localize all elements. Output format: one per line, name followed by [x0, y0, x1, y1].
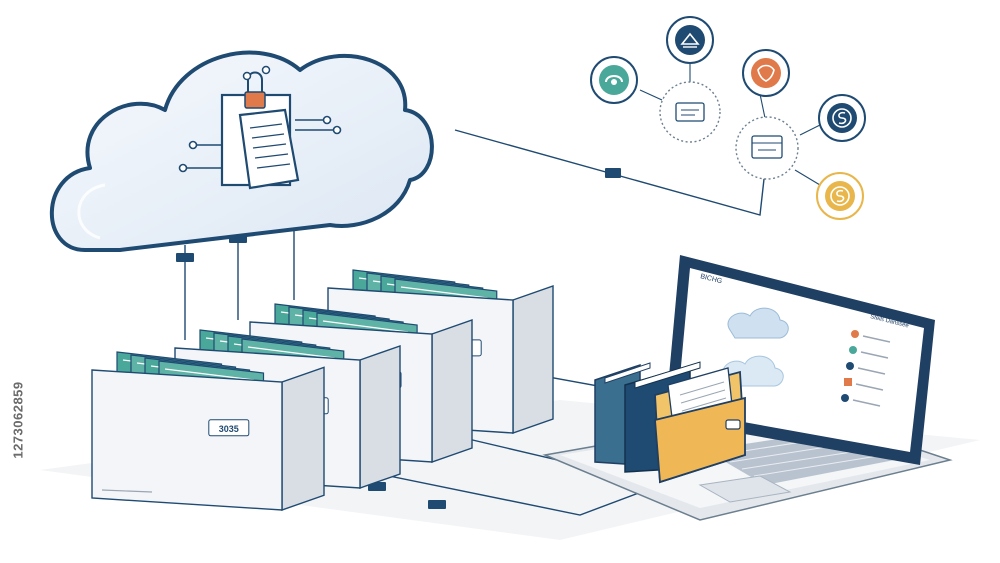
folder-icon	[654, 367, 746, 484]
security-shield-icon	[742, 49, 790, 97]
support-icon	[666, 16, 714, 64]
cloud-document-icon	[220, 93, 300, 190]
service-network	[590, 16, 866, 220]
dollar-icon	[818, 94, 866, 142]
box-label: 3035	[219, 424, 239, 434]
server-panel-icon	[735, 116, 799, 180]
cloud-sync-icon	[590, 56, 638, 104]
lock-icon	[242, 65, 271, 109]
screen-list	[841, 330, 891, 407]
laptop: BICHG Steiß Danssee	[542, 255, 953, 521]
cloud-icon	[49, 50, 434, 252]
file-box: 3035	[91, 351, 325, 511]
box-label-plate	[208, 419, 250, 437]
chat-bubble-icon	[659, 81, 721, 143]
file-boxes: 3S0S1012531823035	[91, 269, 554, 511]
coin-icon	[816, 172, 864, 220]
